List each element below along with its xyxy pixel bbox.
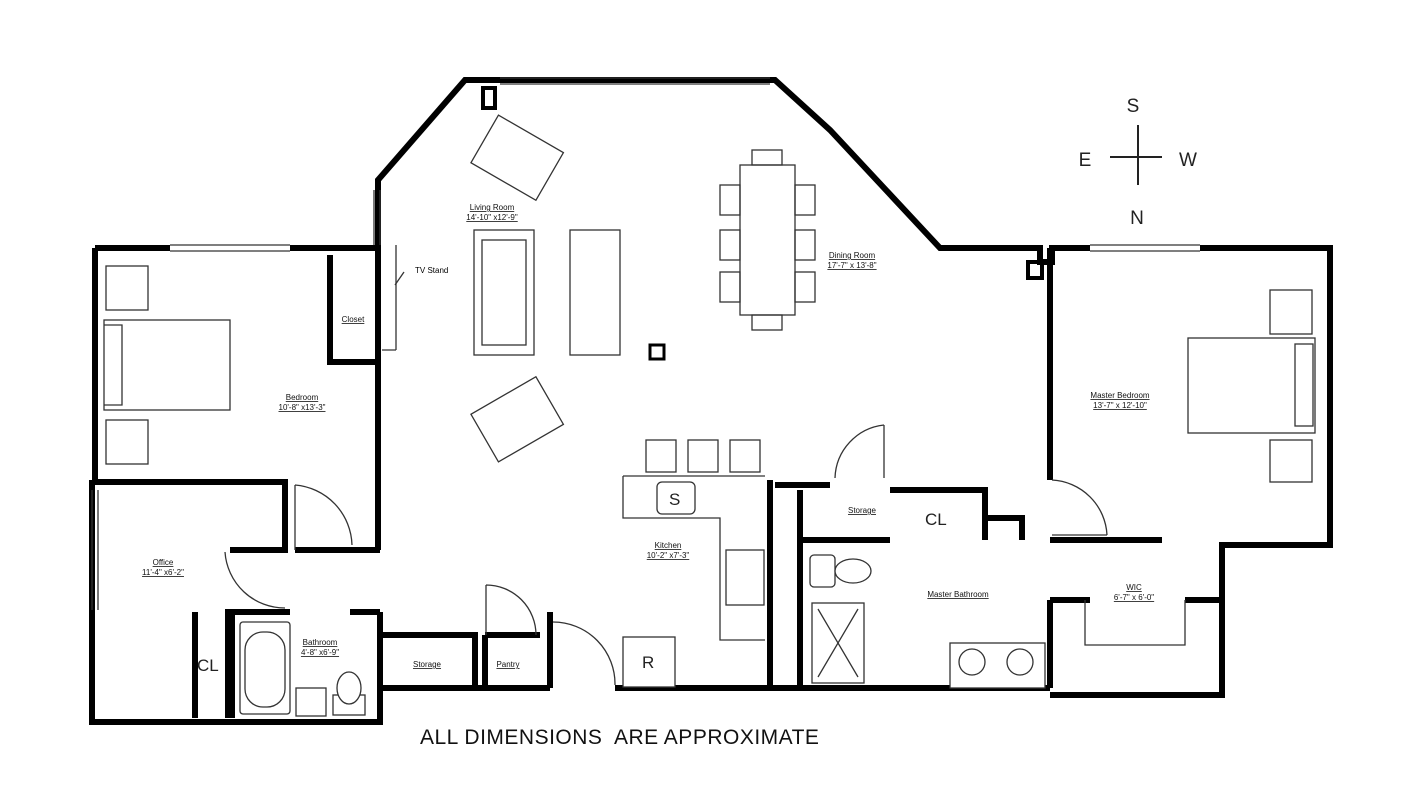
- tv-stand-label: TV Stand: [415, 266, 448, 275]
- master-bathroom-name: Master Bathroom: [927, 590, 989, 599]
- master-closet-label: CL: [925, 510, 947, 529]
- sink-label: S: [669, 490, 680, 509]
- compass-bottom: N: [1130, 208, 1144, 229]
- master-bedroom-dims: 13'-7" x 12'-10": [1093, 401, 1147, 410]
- pantry-name: Pantry: [496, 660, 519, 669]
- windows: [91, 77, 1200, 610]
- dining-room-name: Dining Room: [829, 251, 876, 260]
- compass-left: E: [1079, 150, 1092, 171]
- kitchen-dims: 10'-2" x7'-3": [647, 551, 690, 560]
- walls: [89, 77, 1333, 725]
- living-room-name: Living Room: [470, 203, 515, 212]
- storage-right-name: Storage: [848, 506, 877, 515]
- wic-dims: 6'-7" x 6'-0": [1114, 593, 1154, 602]
- office-closet-label: CL: [197, 656, 219, 675]
- kitchen-name: Kitchen: [655, 541, 682, 550]
- doors: [224, 424, 1108, 686]
- room-labels: Living Room 14'-10" x12'-9" Dining Room …: [142, 203, 1154, 675]
- compass-top: S: [1127, 96, 1140, 117]
- office-dims: 11'-4" x6'-2": [142, 568, 184, 577]
- bathroom-name: Bathroom: [303, 638, 338, 647]
- storage-left-name: Storage: [413, 660, 442, 669]
- office-name: Office: [153, 558, 174, 567]
- closet-name: Closet: [342, 315, 365, 324]
- footer-note: ALL DIMENSIONS ARE APPROXIMATE: [420, 726, 819, 749]
- dining-room-dims: 17'-7" x 13'-8": [827, 261, 876, 270]
- compass-rose: S E W N: [1079, 96, 1197, 229]
- bathroom-dims: 4'-8" x6'-9": [301, 648, 339, 657]
- refrigerator-label: R: [642, 653, 654, 672]
- bedroom-dims: 10'-8" x13'-3": [279, 403, 326, 412]
- furniture: [103, 114, 1316, 717]
- living-room-dims: 14'-10" x12'-9": [466, 213, 518, 222]
- master-bedroom-name: Master Bedroom: [1090, 391, 1149, 400]
- wic-name: WIC: [1126, 583, 1142, 592]
- bedroom-name: Bedroom: [286, 393, 319, 402]
- compass-right: W: [1179, 150, 1197, 171]
